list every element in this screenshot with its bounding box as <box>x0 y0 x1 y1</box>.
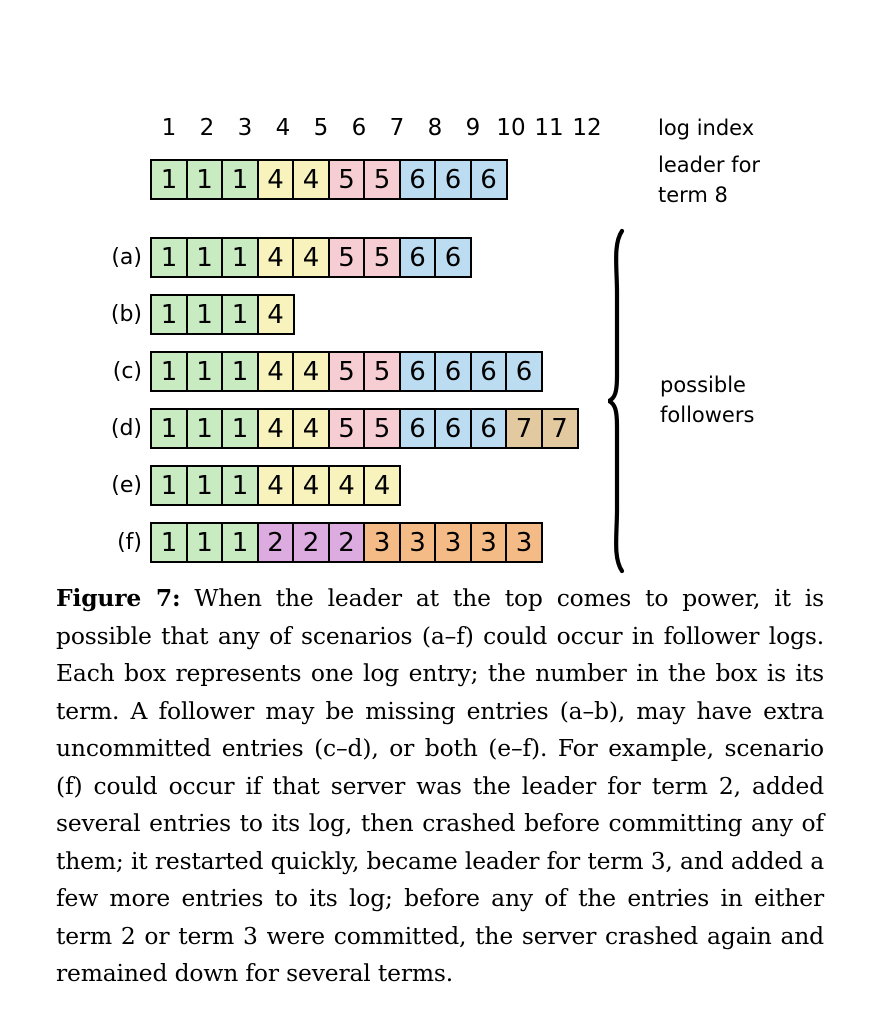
leader-term-label: leader for term 8 <box>658 153 761 207</box>
log-entry: 5 <box>327 159 366 200</box>
log-entry: 1 <box>221 159 259 200</box>
log-entry: 6 <box>434 159 472 200</box>
log-entry: 1 <box>221 408 259 449</box>
log-entry: 1 <box>185 465 224 506</box>
log-entry: 1 <box>150 351 188 392</box>
log-entry: 1 <box>150 159 188 200</box>
log-entry: 1 <box>185 351 224 392</box>
log-entry: 4 <box>292 237 330 278</box>
log-row-label-b: (b) <box>110 302 142 327</box>
log-entry: 7 <box>540 408 579 449</box>
log-index-number: 6 <box>351 115 367 141</box>
log-entry: 1 <box>150 465 188 506</box>
figure-caption-text: When the leader at the top comes to powe… <box>56 584 824 987</box>
log-entry: 1 <box>185 408 224 449</box>
log-entry: 5 <box>363 351 401 392</box>
log-entry: 2 <box>256 522 295 563</box>
log-entry: 6 <box>398 237 437 278</box>
log-entry: 7 <box>505 408 543 449</box>
log-entry: 1 <box>150 408 188 449</box>
log-entry: 3 <box>434 522 472 563</box>
figure-caption-label: Figure 7: <box>56 584 181 612</box>
log-index-label: log index <box>658 116 755 140</box>
possible-followers-brace <box>606 228 658 574</box>
log-entry: 1 <box>221 465 259 506</box>
log-entry: 5 <box>363 408 401 449</box>
log-entry: 5 <box>327 237 366 278</box>
log-entry: 3 <box>398 522 437 563</box>
possible-followers-label: possible followers <box>660 373 755 427</box>
log-entry: 4 <box>327 465 366 506</box>
log-entry: 4 <box>363 465 401 506</box>
log-entry: 4 <box>256 159 295 200</box>
log-entry: 4 <box>256 351 295 392</box>
log-index-number: 7 <box>389 115 405 141</box>
log-row-label-e: (e) <box>111 473 142 498</box>
log-entry: 6 <box>469 351 508 392</box>
log-entry: 1 <box>185 159 224 200</box>
log-row-label-d: (d) <box>110 416 142 441</box>
log-entry: 2 <box>292 522 330 563</box>
log-index-number: 1 <box>161 115 177 141</box>
log-entry: 6 <box>434 408 472 449</box>
log-entry: 6 <box>398 408 437 449</box>
log-entry: 2 <box>327 522 366 563</box>
log-entry: 6 <box>434 351 472 392</box>
log-entry: 6 <box>469 408 508 449</box>
log-entry: 1 <box>221 237 259 278</box>
log-entry: 3 <box>505 522 543 563</box>
log-index-number: 5 <box>313 115 329 141</box>
log-entry: 1 <box>150 294 188 335</box>
log-entry: 1 <box>185 294 224 335</box>
log-entry: 4 <box>292 159 330 200</box>
log-entry: 1 <box>221 294 259 335</box>
log-index-number: 4 <box>275 115 291 141</box>
log-entry: 5 <box>363 159 401 200</box>
figure-caption: Figure 7: When the leader at the top com… <box>56 580 824 993</box>
log-entry: 1 <box>221 522 259 563</box>
log-entry: 6 <box>505 351 543 392</box>
log-index-number: 8 <box>427 115 443 141</box>
log-entry: 1 <box>221 351 259 392</box>
log-row-label-a: (a) <box>111 245 142 270</box>
log-entry: 5 <box>363 237 401 278</box>
log-entry: 5 <box>327 408 366 449</box>
log-entry: 3 <box>469 522 508 563</box>
log-index-number: 9 <box>465 115 481 141</box>
log-row-label-c: (c) <box>112 359 142 384</box>
log-entry: 6 <box>398 159 437 200</box>
log-entry: 4 <box>256 294 295 335</box>
log-entry: 4 <box>256 237 295 278</box>
log-entry: 4 <box>292 351 330 392</box>
log-entry: 5 <box>327 351 366 392</box>
log-entry: 6 <box>469 159 508 200</box>
log-entry: 6 <box>434 237 472 278</box>
log-index-number: 11 <box>534 115 564 141</box>
log-index-number: 3 <box>237 115 253 141</box>
log-entry: 4 <box>292 465 330 506</box>
log-entry: 1 <box>150 237 188 278</box>
log-index-number: 2 <box>199 115 215 141</box>
log-entry: 1 <box>185 237 224 278</box>
log-entry: 4 <box>256 408 295 449</box>
log-entry: 4 <box>256 465 295 506</box>
log-index-number: 10 <box>496 115 526 141</box>
log-entry: 3 <box>363 522 401 563</box>
log-entry: 1 <box>185 522 224 563</box>
log-index-number: 12 <box>572 115 602 141</box>
log-entry: 4 <box>292 408 330 449</box>
log-row-label-f: (f) <box>117 530 142 555</box>
log-entry: 6 <box>398 351 437 392</box>
log-entry: 1 <box>150 522 188 563</box>
